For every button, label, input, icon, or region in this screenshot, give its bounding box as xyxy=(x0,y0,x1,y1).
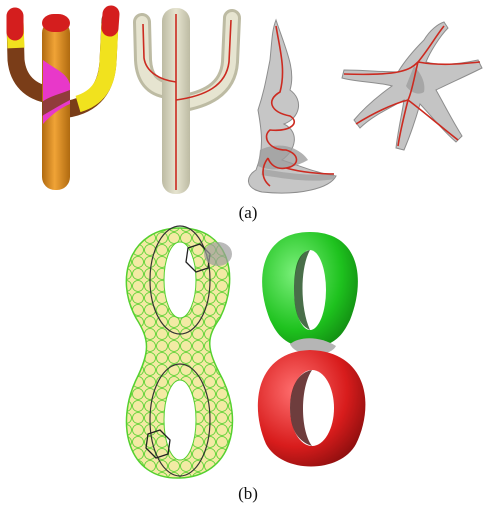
panel-a-illustrations xyxy=(0,0,496,205)
panel-a xyxy=(0,0,496,205)
twisted-shape-skeleton xyxy=(248,20,336,193)
double-torus-wireframe xyxy=(126,226,232,478)
cactus-skeleton xyxy=(142,8,232,194)
panel-b xyxy=(0,208,496,509)
double-torus-segmented xyxy=(258,232,366,467)
caption-b: (b) xyxy=(0,484,496,504)
cactus-segmented xyxy=(15,14,111,190)
panel-b-illustrations xyxy=(0,208,496,509)
star-shape-skeleton xyxy=(342,22,482,150)
